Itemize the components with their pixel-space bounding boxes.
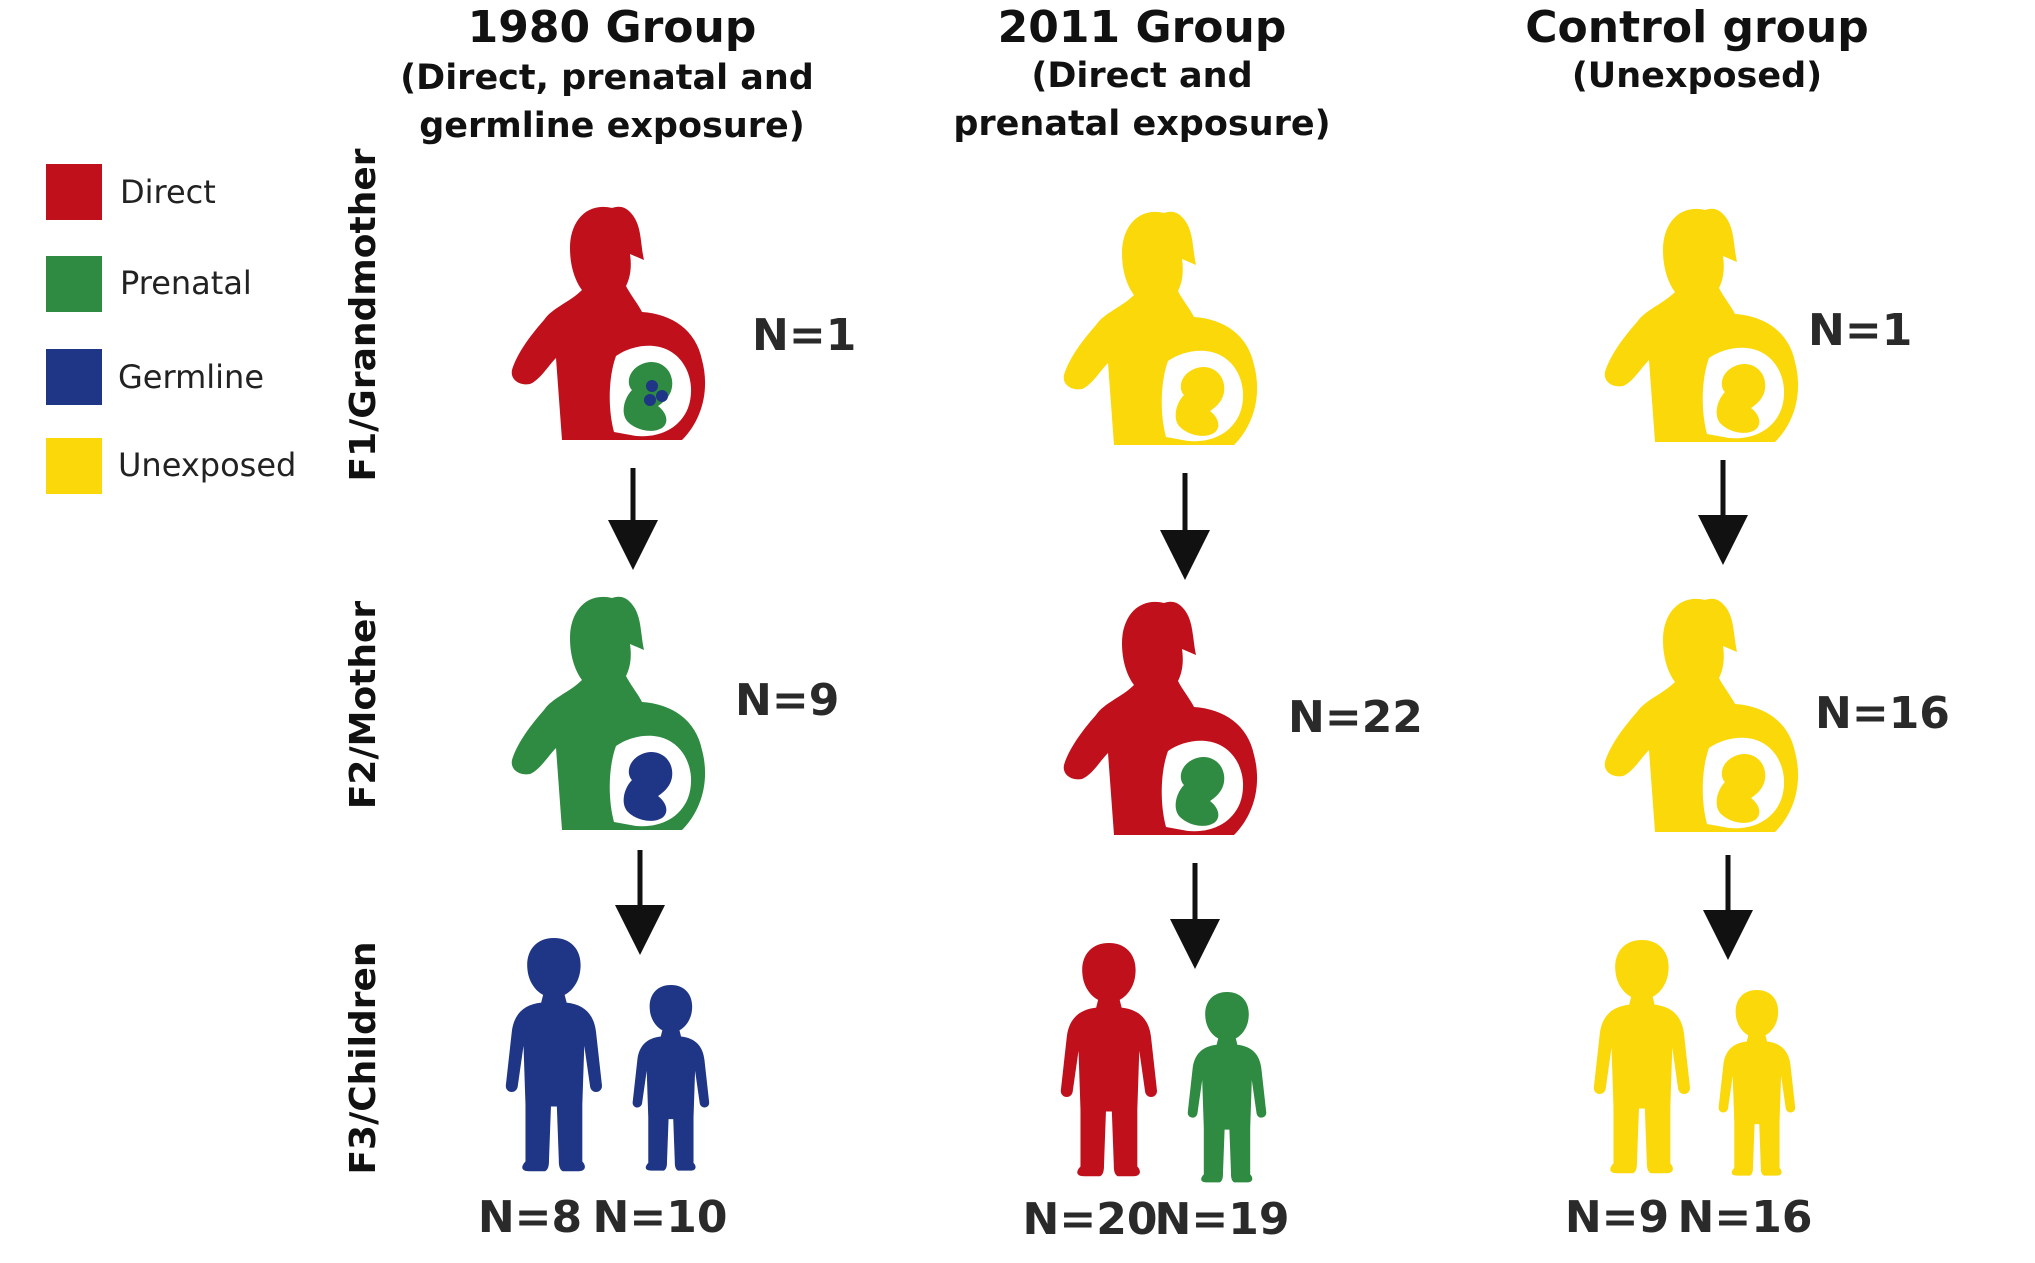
- child-icon: [1187, 992, 1267, 1183]
- n-label-2011-f2: N=22: [1288, 692, 1423, 743]
- f1-grandmother-2011: [1063, 211, 1258, 445]
- generation-label-f3: F3/Children: [343, 941, 384, 1174]
- f3-child-a-2011: [1060, 943, 1157, 1177]
- group-title: Control group: [1525, 2, 1868, 53]
- figures-layer: [505, 206, 1799, 1183]
- group-title: 1980 Group: [468, 2, 757, 53]
- f3-child-b-1980: [632, 985, 710, 1171]
- legend-label-direct: Direct: [120, 173, 216, 211]
- legend-swatch-unexposed: [46, 438, 102, 494]
- n-labels: N=1 N=9 N=8 N=10 N=22 N=20 N=19 N=1 N=16…: [478, 305, 1950, 1245]
- n-label-1980-f2: N=9: [735, 675, 839, 726]
- f3-child-b-control: [1718, 990, 1796, 1176]
- n-label-control-f3-a: N=9: [1565, 1192, 1669, 1243]
- f3-child-a-1980: [505, 938, 602, 1172]
- group-subtitle-line-1: (Direct and: [1031, 56, 1252, 96]
- n-label-control-f1: N=1: [1808, 305, 1912, 356]
- arrows: [608, 460, 1753, 969]
- group-subtitle-line-1: (Direct, prenatal and: [400, 58, 814, 98]
- group-header-control: Control group (Unexposed): [1525, 2, 1868, 96]
- generation-label-f2: F2/Mother: [343, 601, 384, 810]
- legend-swatch-germline: [46, 349, 102, 405]
- generation-label-f1: F1/Grandmother: [343, 148, 384, 481]
- group-subtitle-line-1: (Unexposed): [1572, 56, 1822, 96]
- group-header-2011: 2011 Group (Direct and prenatal exposure…: [953, 2, 1330, 144]
- f1-grandmother-control: [1604, 208, 1799, 442]
- child-icon: [505, 938, 602, 1172]
- n-label-2011-f3-a: N=20: [1023, 1194, 1158, 1245]
- legend-swatch-prenatal: [46, 256, 102, 312]
- n-label-2011-f3-b: N=19: [1155, 1194, 1290, 1245]
- f3-child-a-control: [1593, 940, 1690, 1174]
- n-label-control-f3-b: N=16: [1678, 1192, 1813, 1243]
- n-label-control-f2: N=16: [1815, 688, 1950, 739]
- legend-swatch-direct: [46, 164, 102, 220]
- group-title: 2011 Group: [998, 2, 1287, 53]
- legend-label-prenatal: Prenatal: [120, 264, 252, 302]
- group-header-1980: 1980 Group (Direct, prenatal and germlin…: [400, 2, 814, 146]
- f2-mother-control: [1604, 598, 1799, 832]
- germ-cell-icon: [646, 380, 658, 392]
- germ-cell-icon: [644, 394, 656, 406]
- legend: Direct Prenatal Germline Unexposed: [46, 164, 296, 494]
- group-subtitle-line-2: prenatal exposure): [953, 104, 1330, 144]
- child-icon: [632, 985, 710, 1171]
- n-label-1980-f3-b: N=10: [593, 1192, 728, 1243]
- child-icon: [1718, 990, 1796, 1176]
- f1-grandmother-1980: [511, 206, 706, 440]
- legend-label-germline: Germline: [118, 358, 264, 396]
- f2-mother-1980: [511, 596, 706, 830]
- n-label-1980-f1: N=1: [752, 310, 856, 361]
- child-icon: [1060, 943, 1157, 1177]
- f2-mother-2011: [1063, 601, 1258, 835]
- n-label-1980-f3-a: N=8: [478, 1192, 582, 1243]
- germ-cell-icon: [656, 390, 668, 402]
- group-subtitle-line-2: germline exposure): [419, 106, 805, 146]
- child-icon: [1593, 940, 1690, 1174]
- legend-label-unexposed: Unexposed: [118, 446, 296, 484]
- f3-child-b-2011: [1187, 992, 1267, 1183]
